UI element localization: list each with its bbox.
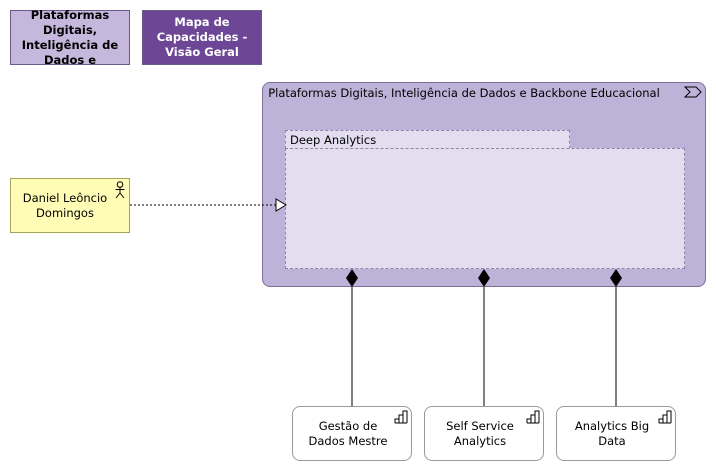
capability-label: Analytics Big Data bbox=[574, 418, 650, 448]
group-deep-analytics-tab: Deep Analytics bbox=[285, 130, 570, 149]
composition-diamond-3 bbox=[610, 269, 622, 287]
serving-arrowhead bbox=[275, 198, 287, 212]
capability-gestao-dados-mestre[interactable]: Gestão de Dados Mestre bbox=[292, 406, 412, 461]
nav-box-mapa-capacidades-label: Mapa de Capacidades - Visão Geral bbox=[156, 15, 248, 59]
nav-box-plataformas-label: Plataformas Digitais, Inteligência de Da… bbox=[21, 7, 119, 67]
actor-box[interactable]: Daniel Leôncio Domingos bbox=[10, 178, 130, 233]
capability-icon bbox=[658, 410, 672, 424]
capability-analytics-big-data[interactable]: Analytics Big Data bbox=[556, 406, 676, 461]
capability-label: Gestão de Dados Mestre bbox=[308, 418, 388, 448]
actor-name: Daniel Leôncio Domingos bbox=[22, 190, 108, 220]
nav-box-mapa-capacidades[interactable]: Mapa de Capacidades - Visão Geral bbox=[142, 10, 262, 65]
capability-icon bbox=[394, 410, 408, 424]
group-deep-analytics-label: Deep Analytics bbox=[290, 133, 377, 147]
capability-self-service-analytics[interactable]: Self Service Analytics bbox=[424, 406, 544, 461]
value-stream-icon bbox=[684, 86, 702, 98]
composition-diamond-1 bbox=[346, 269, 358, 287]
actor-icon bbox=[115, 181, 125, 199]
nav-box-plataformas[interactable]: Plataformas Digitais, Inteligência de Da… bbox=[10, 7, 130, 67]
capability-label: Self Service Analytics bbox=[446, 418, 514, 448]
composition-diamond-2 bbox=[478, 269, 490, 287]
capability-container-title: Plataformas Digitais, Inteligência de Da… bbox=[268, 86, 660, 100]
group-deep-analytics[interactable] bbox=[285, 148, 685, 269]
capability-icon bbox=[526, 410, 540, 424]
